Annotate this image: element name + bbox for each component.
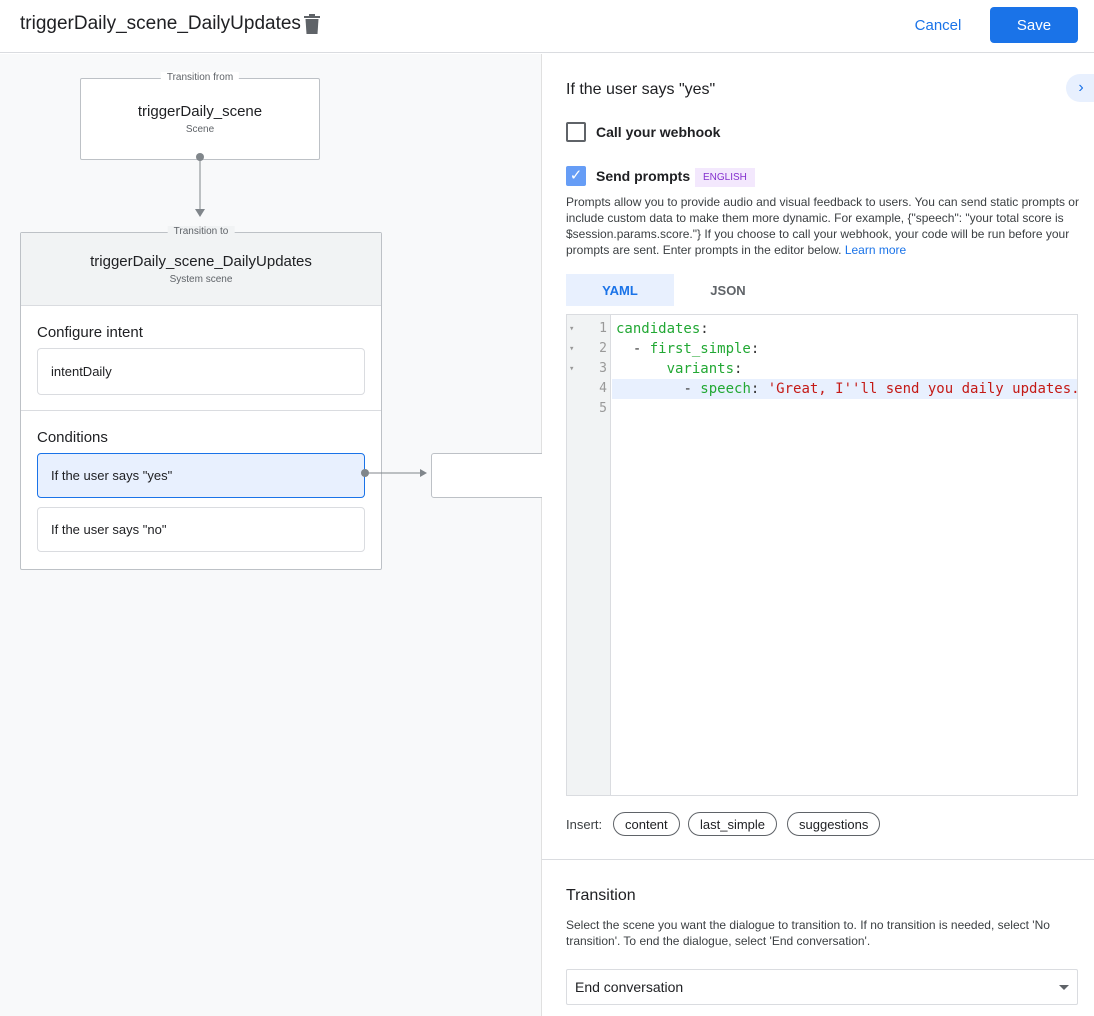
transition-description: Select the scene you want the dialogue t… <box>566 918 1050 948</box>
line-number: 4 <box>599 381 607 396</box>
insert-label: Insert: <box>566 817 603 832</box>
code-indent <box>616 381 683 397</box>
node-legend: Transition from <box>160 72 240 83</box>
conditions-label: Conditions <box>37 429 108 446</box>
code-dash: - <box>683 381 701 397</box>
code-key: first_simple <box>649 341 751 357</box>
code-sep: : <box>734 361 743 377</box>
prompts-checkbox[interactable]: ✓ <box>566 166 586 186</box>
transition-select-value: End conversation <box>575 979 684 995</box>
insert-chip-suggestions[interactable]: suggestions <box>787 812 881 836</box>
code-string: 'Great, I''ll send you daily updates. <box>767 381 1080 397</box>
code-sep: : <box>700 321 709 337</box>
webhook-label: Call your webhook <box>596 124 721 140</box>
code-indent <box>616 341 633 357</box>
line-number: 1 <box>599 321 607 336</box>
tab-yaml[interactable]: YAML <box>566 274 674 306</box>
webhook-checkbox[interactable] <box>566 122 586 142</box>
save-button[interactable]: Save <box>990 7 1078 43</box>
node-title: triggerDaily_scene_DailyUpdates <box>90 253 312 270</box>
code-key: candidates <box>616 321 701 337</box>
configure-intent-label: Configure intent <box>37 324 143 341</box>
code-sep: : <box>750 381 768 397</box>
intent-item[interactable]: intentDaily <box>37 348 365 395</box>
empty-target-node[interactable] <box>431 453 551 498</box>
description-text: Prompts allow you to provide audio and v… <box>566 195 1079 257</box>
language-badge: ENGLISH <box>695 168 755 187</box>
tab-json[interactable]: JSON <box>710 282 746 298</box>
insert-chip-content[interactable]: content <box>613 812 680 836</box>
connector-arrow <box>195 153 205 217</box>
code-sep: : <box>750 341 760 357</box>
line-number: 3 <box>599 361 607 376</box>
trash-icon[interactable] <box>304 14 320 34</box>
transition-from-node[interactable]: Transition from triggerDaily_scene Scene <box>80 72 320 160</box>
transition-to-node: Transition to triggerDaily_scene_DailyUp… <box>20 226 382 570</box>
line-number: 5 <box>599 401 607 416</box>
node-subtitle: System scene <box>169 274 233 285</box>
code-line: 4 - speech: 'Great, I''ll send you daily… <box>599 379 1080 399</box>
dropdown-arrow-icon <box>1059 985 1069 995</box>
code-dash: - <box>632 341 650 357</box>
line-number: 2 <box>599 341 607 356</box>
condition-item-no[interactable]: If the user says "no" <box>37 507 365 552</box>
page-title: triggerDaily_scene_DailyUpdates <box>20 13 301 34</box>
insert-chip-last-simple[interactable]: last_simple <box>688 812 778 836</box>
transition-select[interactable]: End conversation <box>566 969 1078 1005</box>
condition-item-yes[interactable]: If the user says "yes" <box>37 453 365 498</box>
prompts-label: Send prompts <box>596 168 691 184</box>
code-indent <box>616 361 667 377</box>
code-line: 5 <box>567 399 1077 419</box>
transition-heading: Transition <box>566 887 636 904</box>
scene-canvas: Transition from triggerDaily_scene Scene… <box>0 54 551 1016</box>
node-legend: Transition to <box>167 226 235 237</box>
node-title: triggerDaily_scene <box>137 103 263 120</box>
header: triggerDaily_scene_DailyUpdates Cancel S… <box>0 0 1094 53</box>
learn-more-link[interactable]: Learn more <box>844 243 907 257</box>
code-line: ▾3 variants: <box>569 361 743 377</box>
code-key: variants <box>666 361 735 377</box>
condition-connector-arrow <box>361 469 427 477</box>
code-key: speech <box>700 381 751 397</box>
panel-heading: If the user says "yes" <box>566 81 716 98</box>
node-subtitle: Scene <box>185 124 215 135</box>
prompts-description: Prompts allow you to provide audio and v… <box>566 194 1081 258</box>
cancel-button[interactable]: Cancel <box>914 16 962 34</box>
chevron-right-icon[interactable]: › <box>1066 74 1094 102</box>
condition-panel: › If the user says "yes" Call your webho… <box>542 54 1094 1016</box>
code-line: ▾2 - first_simple: <box>569 341 760 357</box>
